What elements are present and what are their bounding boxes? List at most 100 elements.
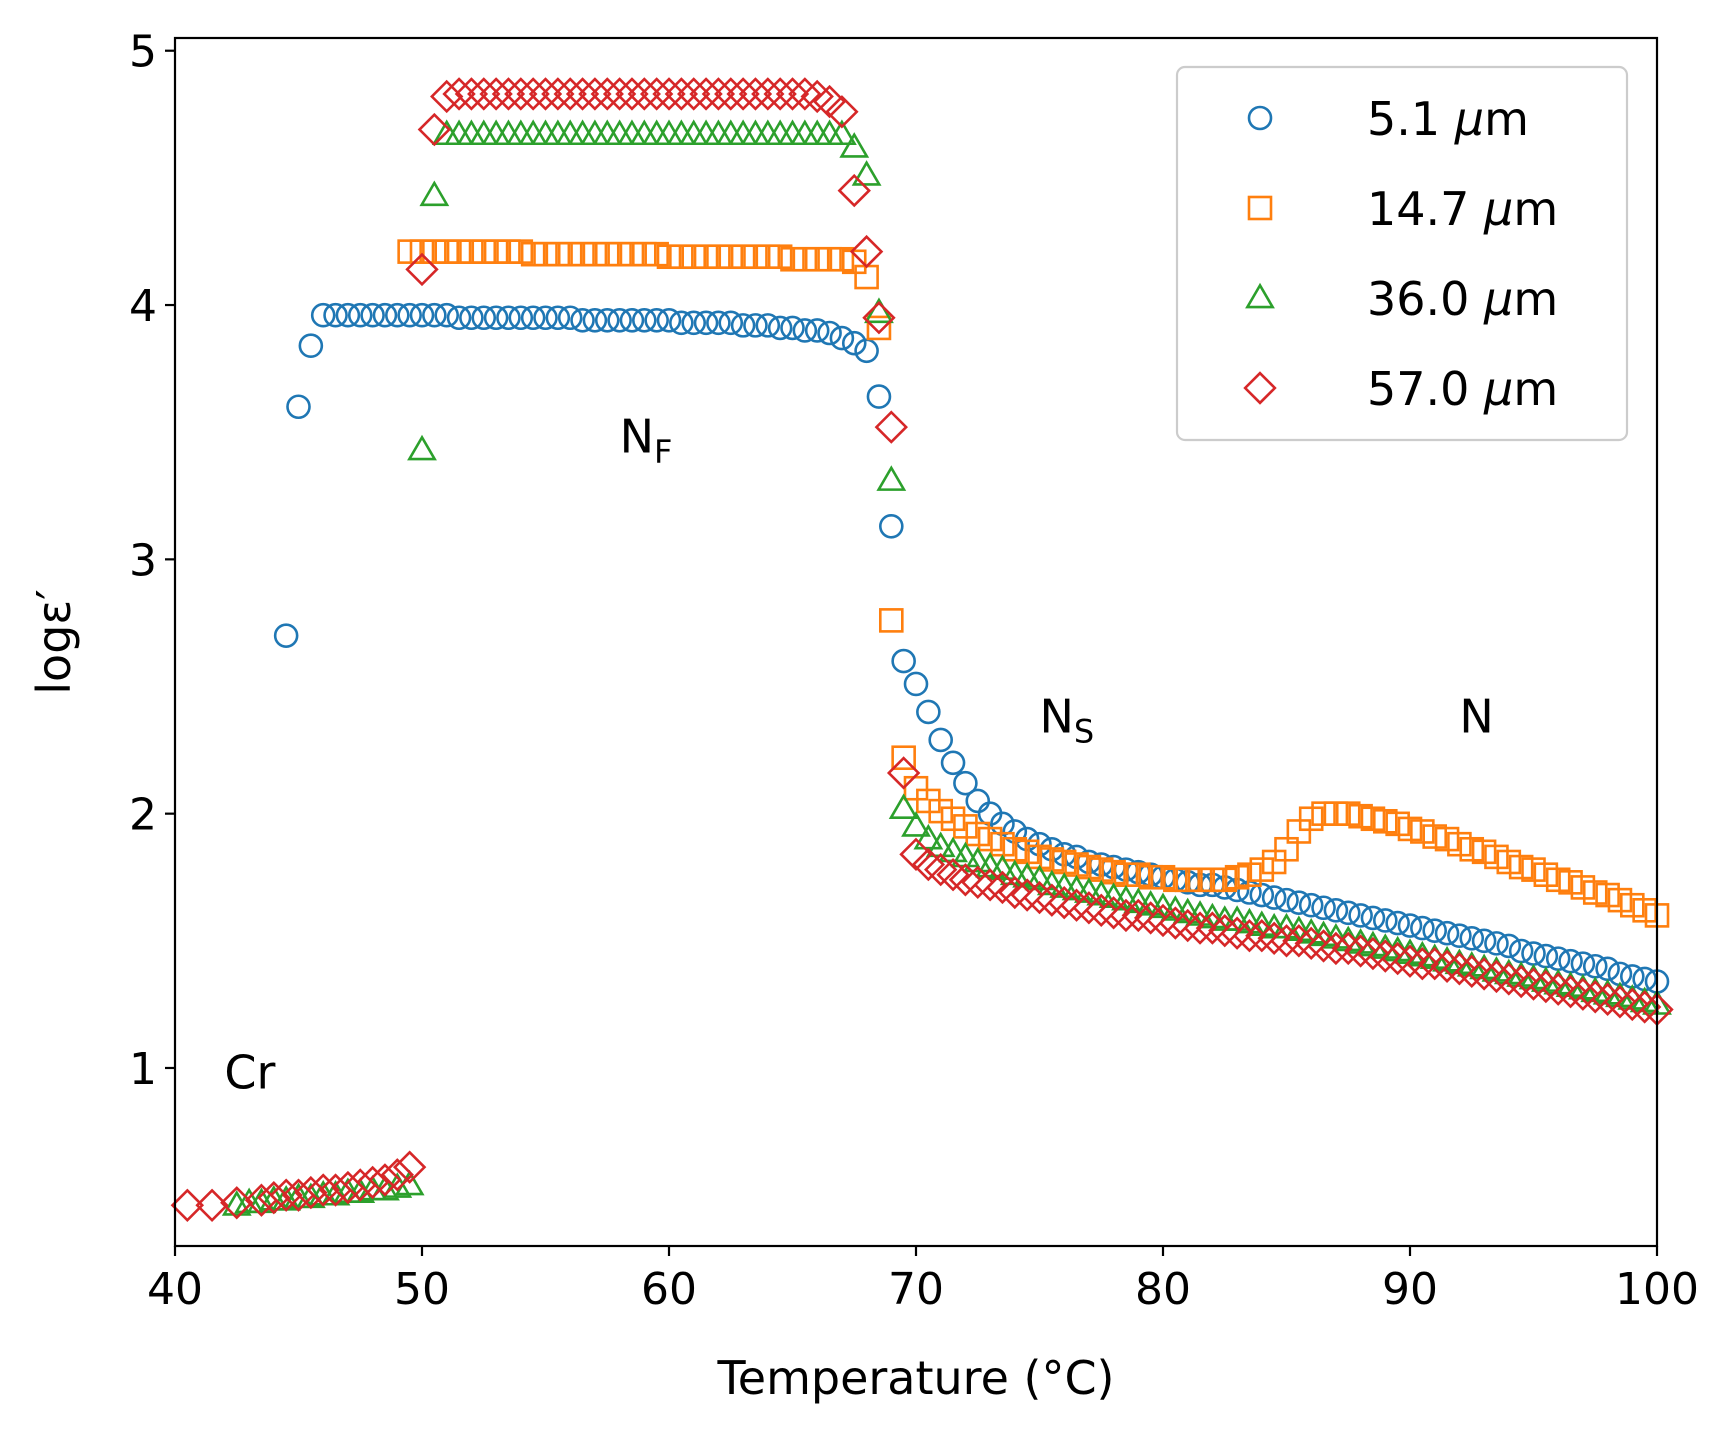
diamond-point (775, 77, 810, 111)
circle-point (496, 305, 521, 331)
square-point (545, 241, 571, 267)
square-point (1582, 880, 1608, 905)
square-point (755, 244, 781, 270)
square-point (1521, 857, 1546, 882)
circle-point (360, 302, 385, 328)
diamond-point (1245, 919, 1279, 953)
square-point (730, 244, 756, 270)
circle-point (841, 330, 867, 356)
diamond-point (553, 77, 587, 111)
square-point (1632, 898, 1657, 923)
circle-point (1385, 910, 1410, 936)
legend-triangle-icon (1245, 282, 1275, 309)
diamond-point (1072, 891, 1106, 925)
square-point (1138, 864, 1163, 890)
square-point (1385, 811, 1410, 837)
square-point (767, 244, 793, 270)
square-point (1323, 801, 1349, 826)
circle-point (780, 315, 805, 341)
square-point (1163, 867, 1188, 893)
diamond-point (961, 865, 995, 900)
diamond-point (1282, 924, 1316, 958)
diamond-point (1022, 880, 1057, 915)
circle-point (347, 302, 373, 328)
circle-point (706, 310, 731, 336)
series-57.0 (170, 77, 1674, 1222)
circle-point (1249, 882, 1275, 908)
diamond-point (652, 77, 686, 111)
circle-point (1335, 900, 1361, 926)
triangle-point (901, 811, 931, 837)
diamond-point (1306, 929, 1341, 963)
diamond-point (1504, 964, 1538, 999)
y-axis-label: logε′ (27, 589, 81, 694)
square-point (953, 814, 978, 839)
diamond-point (1146, 903, 1180, 938)
circle-point (323, 302, 348, 328)
square-point (817, 246, 842, 272)
square-point (1471, 839, 1497, 865)
diamond-point (1368, 939, 1402, 973)
circle-point (508, 305, 534, 331)
square-point (891, 745, 916, 771)
triangle-point (888, 793, 919, 819)
circle-point (1434, 920, 1460, 946)
triangle-point (221, 1190, 252, 1216)
diamond-point (615, 77, 649, 111)
diamond-point (1529, 969, 1563, 1004)
circle-point (644, 307, 669, 333)
diamond-point (491, 77, 526, 111)
square-point (1373, 808, 1398, 834)
diamond-point (1455, 954, 1489, 989)
diamond-point (701, 77, 736, 111)
circle-point (1459, 925, 1485, 951)
square-point (1150, 864, 1176, 890)
circle-point (471, 305, 497, 331)
diamond-point (985, 870, 1020, 905)
diamond-point (1566, 977, 1600, 1011)
circle-point (557, 305, 583, 331)
circle-point (372, 302, 398, 328)
square-point (1224, 864, 1250, 890)
diamond-point (1220, 916, 1254, 950)
square-point (508, 239, 534, 264)
square-point (1434, 826, 1460, 852)
circle-point (434, 302, 460, 328)
square-point (681, 244, 707, 270)
circle-point (483, 305, 509, 331)
square-point (1286, 819, 1312, 844)
square-point (718, 244, 744, 270)
circle-point (1422, 918, 1447, 943)
diamond-point (368, 1163, 402, 1197)
diamond-point (578, 77, 612, 111)
diamond-point (639, 77, 674, 111)
square-point (1126, 862, 1151, 887)
diamond-point (528, 77, 563, 111)
square-point (1187, 867, 1213, 893)
diamond-point (627, 77, 661, 111)
circle-point (1373, 908, 1398, 933)
circle-point (669, 310, 694, 336)
diamond-point (269, 1178, 303, 1212)
diamond-point (442, 77, 476, 111)
diamond-point (1356, 936, 1390, 971)
x-tick-label: 100 (1615, 1264, 1699, 1315)
diamond-point (1343, 934, 1378, 968)
diamond-point (1479, 959, 1514, 994)
square-point (1237, 862, 1262, 887)
diamond-point (454, 77, 489, 111)
diamond-point (1590, 982, 1625, 1017)
circle-point (1261, 885, 1287, 910)
square-point (1533, 862, 1559, 887)
legend-label: 36.0 μm (1367, 272, 1558, 326)
circle-point (422, 302, 447, 328)
y-tick-label: 3 (129, 535, 157, 586)
circle-point (681, 310, 707, 336)
circle-point (730, 313, 756, 338)
x-tick-label: 90 (1382, 1264, 1438, 1315)
square-point (1447, 831, 1472, 857)
diamond-point (405, 252, 439, 287)
circle-point (1471, 928, 1497, 954)
diamond-point (380, 1158, 414, 1192)
diamond-point (170, 1188, 205, 1222)
